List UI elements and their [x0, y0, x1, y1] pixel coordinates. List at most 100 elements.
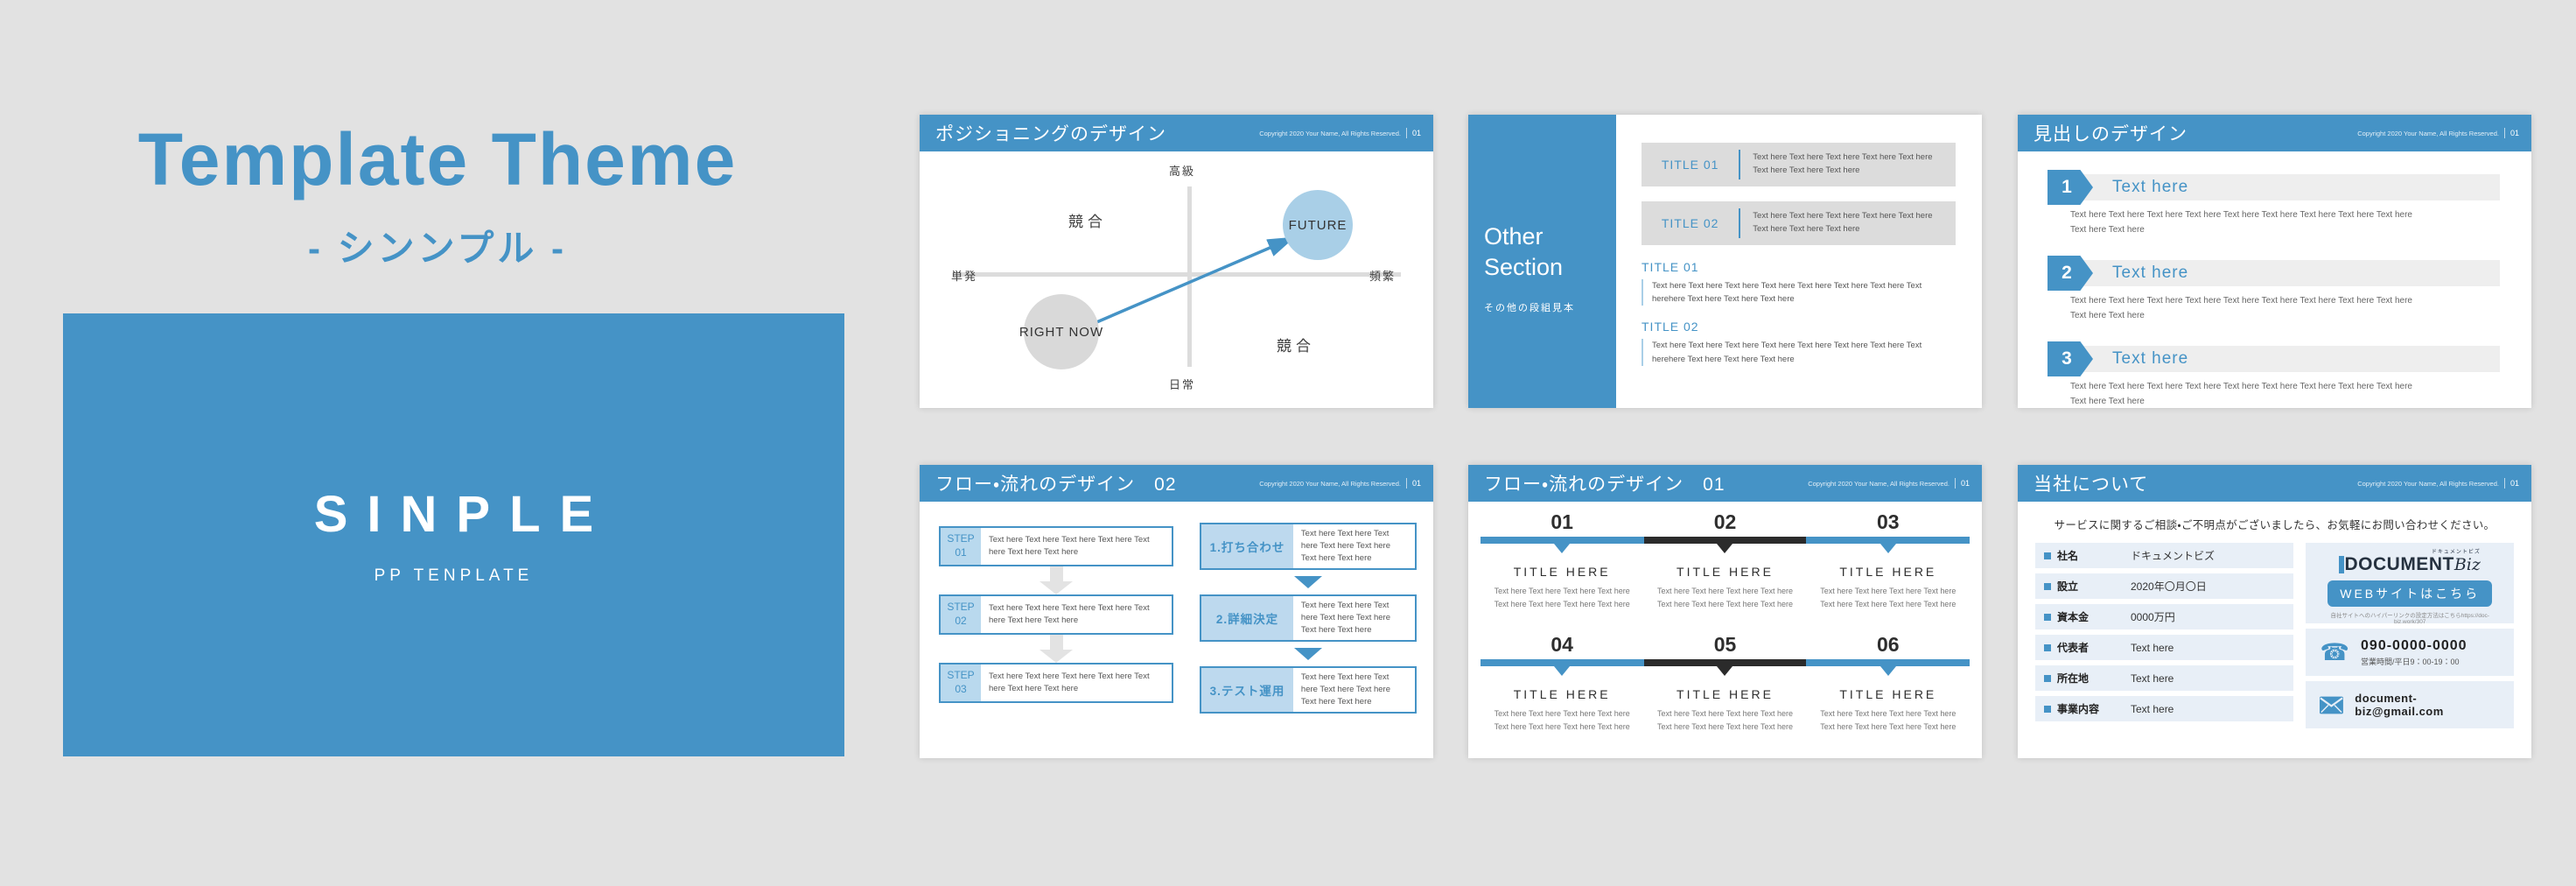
company-table: 社名 ドキュメントビズ 設立 2020年〇月〇日 資本金 0000万円	[2035, 543, 2294, 728]
phone-card: ☎ 090-0000-0000 営業時間/平日9：00-19：00	[2306, 629, 2514, 676]
copyright-text: Copyright 2020 Your Name, All Rights Res…	[1259, 129, 1401, 137]
process-column: 1.打ち合わせ Text here Text here Text here Te…	[1200, 523, 1417, 714]
flow-01-content: 01 TITLE HERE Text here Text here Text h…	[1468, 502, 1982, 758]
company-row: 代表者 Text here	[2035, 635, 2294, 660]
down-triangle-icon	[1294, 576, 1322, 588]
logo-wordmark: DOCUMENT	[2339, 554, 2454, 574]
process-text: Text here Text here Text here Text here …	[1300, 600, 1391, 636]
phone-hours: 営業時間/平日9：00-19：00	[2361, 657, 2460, 666]
timeline-heading: TITLE HERE	[1676, 565, 1774, 579]
heading-item: 1 Text here Text here Text here Text her…	[2048, 170, 2500, 237]
slide-headings[interactable]: 見出しのデザイン Copyright 2020 Your Name, All R…	[2018, 115, 2531, 408]
slide-flow-01[interactable]: フロー・流れのデザイン 01 Copyright 2020 Your Name,…	[1468, 465, 1982, 758]
timeline-heading: TITLE HERE	[1676, 687, 1774, 701]
heading-item: 2 Text here Text here Text here Text her…	[2048, 256, 2500, 323]
cover-slide[interactable]: SINPLE PP TENPLATE	[63, 313, 844, 756]
slide-flow-02[interactable]: フロー・流れのデザイン 02 Copyright 2020 Your Name,…	[920, 465, 1433, 758]
section-subheading: その他の段組見本	[1484, 303, 1575, 314]
company-row: 社名 ドキュメントビズ	[2035, 543, 2294, 568]
process-box: 2.詳細決定 Text here Text here Text here Tex…	[1200, 594, 1417, 642]
title-box: TITLE 01 Text here Text here Text here T…	[1642, 143, 1956, 186]
process-label: 1.打ち合わせ	[1201, 524, 1293, 568]
timeline-text: Text here Text here Text here Text here …	[1494, 587, 1630, 609]
timeline-number: 04	[1550, 633, 1573, 656]
slide-header: 見出しのデザイン Copyright 2020 Your Name, All R…	[2018, 115, 2531, 151]
slide-page-number: 01	[1411, 129, 1421, 137]
timeline-heading: TITLE HERE	[1513, 687, 1611, 701]
timeline-heading: TITLE HERE	[1839, 687, 1937, 701]
heading-bar: 1 Text here	[2048, 170, 2500, 205]
section-heading-line1: Other	[1484, 223, 1544, 250]
bullet-square-icon	[2044, 674, 2051, 682]
company-row-label: 所在地	[2057, 672, 2090, 685]
heading-item: 3 Text here Text here Text here Text her…	[2048, 341, 2500, 409]
flow-02-content: STEP 01 Text here Text here Text here Te…	[920, 502, 1433, 758]
company-row-value: 0000万円	[2131, 611, 2175, 623]
headings-content: 1 Text here Text here Text here Text her…	[2018, 151, 2531, 408]
future-label: FUTURE	[1288, 217, 1348, 233]
phone-details: 090-0000-0000 営業時間/平日9：00-19：00	[2361, 638, 2468, 667]
number-badge: 1	[2048, 170, 2093, 205]
slide-title: 見出しのデザイン	[2034, 124, 2188, 144]
timeline-text: Text here Text here Text here Text here …	[1656, 587, 1794, 609]
company-row: 所在地 Text here	[2035, 665, 2294, 691]
timeline-text: Text here Text here Text here Text here …	[1656, 709, 1794, 732]
header-divider	[2503, 128, 2505, 138]
slide-header-meta: Copyright 2020 Your Name, All Rights Res…	[1259, 128, 1421, 138]
step-tag: STEP 01	[941, 528, 981, 565]
website-note: 自社サイトへのハイパーリンクの設定方法はこちらhttps://doc-biz.w…	[2330, 613, 2489, 625]
about-intro: サービスに関するご相談・ご不明点がございましたら、お気軽にお問い合わせください。	[2054, 519, 2496, 531]
other-section-layout: Other Section その他の段組見本 TITLE 01 Text her…	[1468, 115, 1982, 408]
marker-triangle-icon	[1554, 666, 1571, 676]
mail-icon	[2320, 696, 2344, 714]
timeline-item: 01 TITLE HERE Text here Text here Text h…	[1480, 509, 1643, 612]
title-box-label: TITLE 01	[1661, 158, 1719, 172]
slide-header-meta: Copyright 2020 Your Name, All Rights Res…	[1259, 478, 1421, 489]
step-box: STEP 01 Text here Text here Text here Te…	[939, 526, 1173, 566]
timeline-heading: TITLE HERE	[1513, 565, 1611, 579]
process-label: 3.テスト運用	[1201, 668, 1293, 712]
slide-page-number: 01	[1960, 479, 1970, 488]
heading-body: Text here Text here Text here Text here …	[2070, 296, 2412, 320]
vertical-axis	[1187, 186, 1192, 367]
slide-header: フロー・流れのデザイン 01 Copyright 2020 Your Name,…	[1468, 465, 1982, 502]
text-section: TITLE 01 Text here Text here Text here T…	[1642, 260, 1956, 306]
process-box: 3.テスト運用 Text here Text here Text here Te…	[1200, 666, 1417, 714]
slide-about[interactable]: 当社について Copyright 2020 Your Name, All Rig…	[2018, 465, 2531, 758]
step-text: Text here Text here Text here Text here …	[989, 671, 1150, 693]
slide-positioning[interactable]: ポジショニングのデザイン Copyright 2020 Your Name, A…	[920, 115, 1433, 408]
text-section: TITLE 02 Text here Text here Text here T…	[1642, 320, 1956, 366]
slide-page-number: 01	[1411, 479, 1421, 488]
company-row-label: 社名	[2057, 550, 2079, 562]
marker-triangle-icon	[1717, 544, 1733, 553]
step-number: 01	[955, 546, 967, 559]
slide-header: ポジショニングのデザイン Copyright 2020 Your Name, A…	[920, 115, 1433, 151]
process-text: Text here Text here Text here Text here …	[1300, 672, 1391, 707]
header-divider	[1405, 478, 1407, 489]
slide-header: フロー・流れのデザイン 02 Copyright 2020 Your Name,…	[920, 465, 1433, 502]
slide-header-meta: Copyright 2020 Your Name, All Rights Res…	[2357, 128, 2519, 138]
timeline-item: 02 TITLE HERE Text here Text here Text h…	[1643, 509, 1806, 612]
company-row-label: 事業内容	[2057, 703, 2100, 715]
website-button[interactable]: WEBサイトはこちら	[2328, 580, 2493, 607]
company-row: 事業内容 Text here	[2035, 696, 2294, 721]
process-box: 1.打ち合わせ Text here Text here Text here Te…	[1200, 523, 1417, 570]
slide-other-section[interactable]: Other Section その他の段組見本 TITLE 01 Text her…	[1468, 115, 1982, 408]
timeline-text: Text here Text here Text here Text here …	[1820, 709, 1956, 732]
timeline-row: 01 TITLE HERE Text here Text here Text h…	[1480, 509, 1970, 631]
section-heading-line2: Section	[1484, 254, 1564, 281]
company-row: 資本金 0000万円	[2035, 604, 2294, 629]
timeline-heading: TITLE HERE	[1839, 565, 1937, 579]
slide-title: フロー・流れのデザイン 02	[935, 475, 1177, 495]
header-divider	[2503, 478, 2505, 489]
heading-body: Text here Text here Text here Text here …	[2070, 382, 2412, 406]
slide-title: フロー・流れのデザイン 01	[1484, 475, 1726, 495]
positioning-chart: 高級 日常 単発 頻繁 競合 競合 FUTURE RIGHT NOW	[920, 151, 1433, 408]
slide-header-meta: Copyright 2020 Your Name, All Rights Res…	[1808, 478, 1970, 489]
heading-label: Text here	[2112, 178, 2189, 196]
right-now-label: RIGHT NOW	[1018, 324, 1104, 340]
step-word: STEP	[947, 532, 975, 545]
copyright-text: Copyright 2020 Your Name, All Rights Res…	[2357, 129, 2499, 137]
timeline-row: 04 TITLE HERE Text here Text here Text h…	[1480, 631, 1970, 754]
copyright-text: Copyright 2020 Your Name, All Rights Res…	[1808, 479, 1950, 488]
